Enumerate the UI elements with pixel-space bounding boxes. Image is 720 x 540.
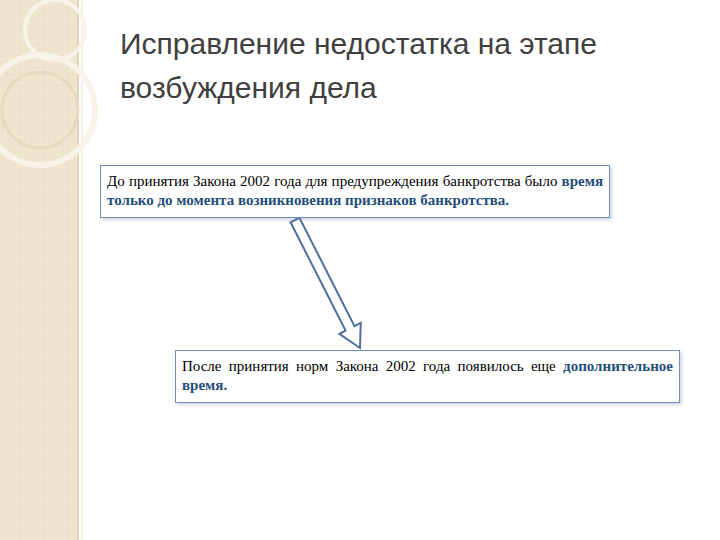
side-stripe — [0, 0, 78, 540]
text-box: После принятия норм Закона 2002 года поя… — [175, 350, 680, 403]
deco-circle — [2, 72, 78, 148]
block-arrow — [291, 218, 361, 348]
box-text: До принятия Закона 2002 года для предупр… — [107, 172, 603, 210]
box-text: После принятия норм Закона 2002 года поя… — [182, 357, 673, 395]
plain-run: После принятия норм Закона 2002 года поя… — [182, 358, 563, 374]
text-box: До принятия Закона 2002 года для предупр… — [100, 165, 610, 218]
deco-circle — [25, 0, 85, 60]
stripe-edge — [82, 0, 83, 540]
slide-title: Исправление недостатка на этапе возбужде… — [120, 22, 690, 110]
deco-circle — [0, 55, 95, 165]
stripe-edge — [77, 0, 79, 540]
plain-run: До принятия Закона 2002 года для предупр… — [107, 173, 562, 189]
